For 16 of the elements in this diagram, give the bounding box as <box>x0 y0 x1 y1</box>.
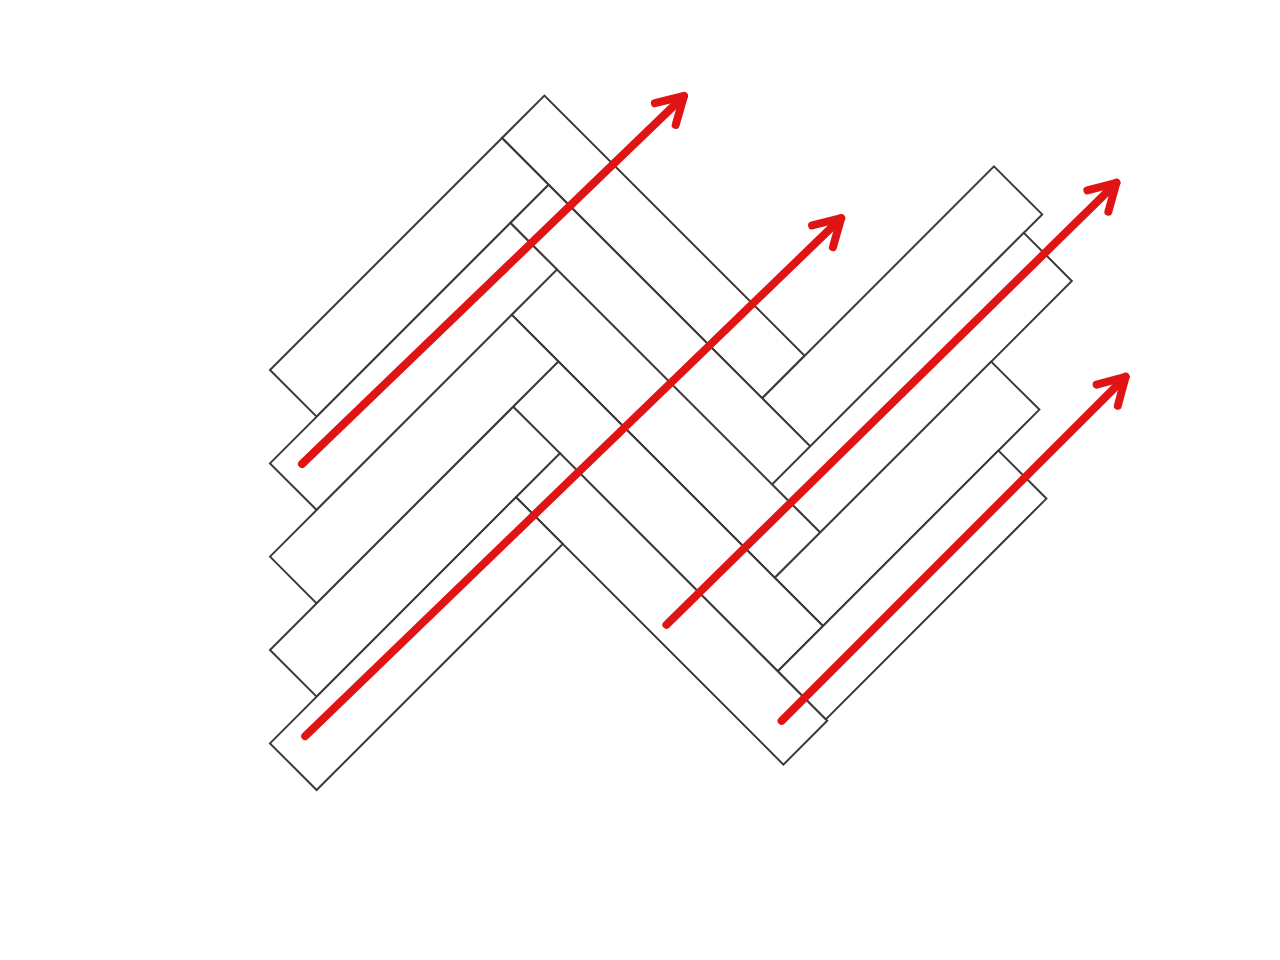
wood-plank <box>509 183 812 486</box>
wood-plank <box>268 495 565 792</box>
wood-plank <box>268 405 562 698</box>
wood-plank <box>760 165 1044 448</box>
arrow <box>662 178 1121 629</box>
wood-plank <box>510 268 822 580</box>
wood-plank <box>776 449 1048 721</box>
wood-plank <box>500 94 806 400</box>
wood-plank <box>773 360 1041 628</box>
wood-plank <box>268 136 550 418</box>
arrow <box>777 372 1130 725</box>
arrow <box>298 92 688 468</box>
arrow <box>301 214 846 741</box>
wood-plank <box>514 452 829 766</box>
wood-plank <box>268 313 560 605</box>
wood-plank <box>511 360 825 673</box>
